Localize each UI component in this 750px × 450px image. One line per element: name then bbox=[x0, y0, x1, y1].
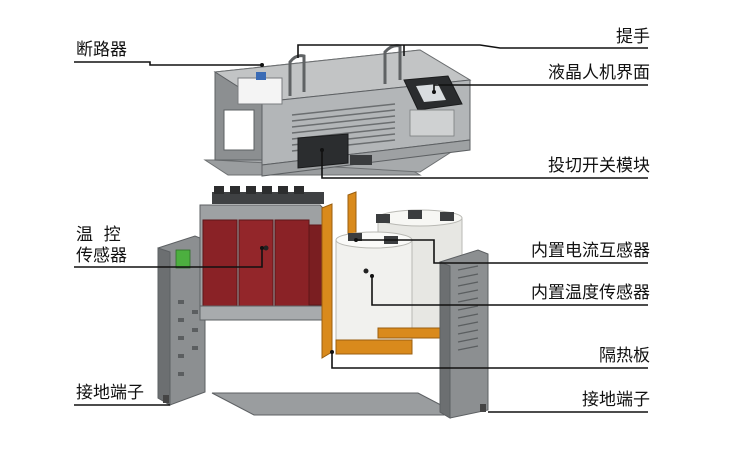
label-ground-terminal-left: 接地端子 bbox=[76, 383, 144, 403]
left-side-plate bbox=[157, 235, 206, 406]
controller-chassis bbox=[203, 44, 472, 177]
label-builtin-ct: 内置电流互感器 bbox=[531, 241, 650, 261]
label-ground-terminal-right: 接地端子 bbox=[582, 390, 650, 410]
leader-lines bbox=[74, 44, 648, 413]
circuit-breaker-block bbox=[237, 72, 283, 105]
label-circuit-breaker: 断路器 bbox=[76, 40, 127, 60]
label-switching-module: 投切开关模块 bbox=[548, 156, 650, 176]
label-heat-shield: 隔热板 bbox=[599, 346, 650, 366]
label-builtin-temp-sensor: 内置温度传感器 bbox=[531, 283, 650, 303]
base-plate bbox=[211, 392, 461, 416]
right-side-plate bbox=[439, 249, 489, 419]
capacitors bbox=[335, 209, 463, 355]
heat-shield bbox=[321, 191, 357, 359]
label-lcd-interface: 液晶人机界面 bbox=[548, 63, 650, 83]
handles bbox=[288, 44, 402, 96]
reactor bbox=[199, 186, 331, 321]
label-handle: 提手 bbox=[616, 27, 650, 47]
temp-controller-sensor-block bbox=[175, 249, 191, 269]
label-temp-sensor-line2: 传感器 bbox=[76, 246, 127, 266]
label-temp-sensor-line1: 温 控 bbox=[76, 225, 121, 245]
